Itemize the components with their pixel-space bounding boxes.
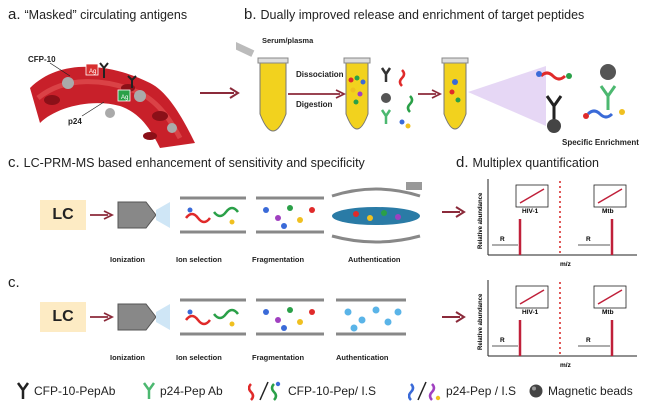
step-authentication-top: Authentication <box>348 255 401 264</box>
panel-b-letter: b. <box>244 6 257 23</box>
panel-d-letter: d. <box>456 154 469 171</box>
mtb-label-bottom: Mtb <box>602 309 614 316</box>
lc-label-top: LC <box>52 206 74 223</box>
r-label-top-right: R <box>586 236 591 243</box>
panel-c1-title: c.LC-PRM-MS based enhancement of sensiti… <box>8 154 365 171</box>
step-ion-selection-top: Ion selection <box>176 255 222 264</box>
xlabel-bottom: m/z <box>560 362 572 369</box>
p24-antibody-icon <box>380 109 392 124</box>
digestion-label: Digestion <box>296 100 333 109</box>
enrichment-beam <box>468 66 546 126</box>
r-label-top-left: R <box>500 236 505 243</box>
p24-peptide-legend-icon <box>408 381 441 401</box>
step-fragmentation-top: Fragmentation <box>252 255 305 264</box>
antigen-ag1 <box>85 63 99 76</box>
panel-d-title: d.Multiplex quantification <box>456 154 599 171</box>
tube-3-icon <box>443 61 467 130</box>
serum-label: Serum/plasma <box>262 36 314 45</box>
panel-c1-illustration <box>90 182 422 244</box>
ion-spray <box>156 202 170 228</box>
blood-vessel-illustration: Ag Ag CFP-10 p24 <box>28 55 195 148</box>
pipette-icon <box>236 41 255 57</box>
lc-label-bottom: LC <box>52 308 74 325</box>
dissociation-label: Dissociation <box>296 70 344 79</box>
cfp10-peptide-legend-icon <box>248 381 281 401</box>
xlabel-top: m/z <box>560 261 572 268</box>
enrichment-complex-p24 <box>583 64 625 119</box>
lc-box-bottom: LC <box>40 302 86 332</box>
step-ionization-top: Ionization <box>110 255 145 264</box>
legend-p24-pep-is: p24-Pep / I.S <box>446 384 517 398</box>
panel-b-illustration <box>236 41 625 133</box>
ag1-label: Ag <box>89 69 96 75</box>
legend: CFP-10-PepAb p24-Pep Ab CFP-10-Pep/ I.S … <box>0 380 650 404</box>
antigen-ag2 <box>117 89 131 102</box>
arrow-c1-to-d <box>442 206 466 218</box>
ag2-label: Ag <box>121 95 128 101</box>
step-authentication-bottom: Authentication <box>336 353 389 362</box>
magnetic-bead-legend-icon <box>529 384 543 398</box>
p24-label: p24 <box>68 117 82 126</box>
tube-1-icon <box>259 61 287 132</box>
panel-c2-letter: c. <box>8 274 20 291</box>
bead-icon <box>381 93 391 103</box>
specific-enrichment-label: Specific Enrichment <box>562 138 639 147</box>
hiv-label-top: HIV-1 <box>522 208 539 215</box>
ylabel-bottom: Relative abundance <box>478 293 484 350</box>
legend-magnetic-beads: Magnetic beads <box>548 384 633 398</box>
tube-2-icon <box>345 61 369 130</box>
cfp10-antibody-icon <box>380 67 392 82</box>
r-label-bottom-left: R <box>500 337 505 344</box>
quant-plot-bottom: Relative abundance m/z HIV-1 Mtb R R <box>478 280 637 369</box>
cfp10-antibody-legend-icon <box>16 382 30 399</box>
p24-antibody-legend-icon <box>142 382 156 399</box>
legend-cfp10-pepab: CFP-10-PepAb <box>34 384 116 398</box>
panel-c1-letter: c. <box>8 154 20 171</box>
panel-c2-title: c. <box>8 274 24 291</box>
cfp10-label: CFP-10 <box>28 55 56 64</box>
ion-selection-channel <box>180 196 246 234</box>
panel-a-letter: a. <box>8 6 21 23</box>
enrichment-complex-cfp10 <box>536 71 572 133</box>
authentication-orbitrap <box>331 182 422 244</box>
ionization-source-icon-2 <box>117 303 157 331</box>
panel-d-title-text: Multiplex quantification <box>472 156 599 170</box>
panel-b-title-text: Dually improved release and enrichment o… <box>260 8 585 22</box>
authentication-channel-2 <box>336 298 406 336</box>
step-ion-selection-bottom: Ion selection <box>176 353 222 362</box>
ylabel-top: Relative abundance <box>478 192 484 249</box>
legend-cfp10-pep-is: CFP-10-Pep/ I.S <box>288 384 377 398</box>
step-ionization-bottom: Ionization <box>110 353 145 362</box>
lc-box-top: LC <box>40 200 86 230</box>
r-label-bottom-right: R <box>586 337 591 344</box>
fragmentation-channel <box>256 196 324 234</box>
mtb-label-top: Mtb <box>602 208 614 215</box>
step-fragmentation-bottom: Fragmentation <box>252 353 305 362</box>
quant-plot-top: Relative abundance m/z HIV-1 Mtb R R <box>478 179 637 268</box>
panel-c1-title-text: LC-PRM-MS based enhancement of sensitivi… <box>23 156 365 170</box>
tube-2-peptides <box>348 75 366 105</box>
panel-c2-illustration <box>90 298 406 336</box>
legend-p24-pepab: p24-Pep Ab <box>160 384 223 398</box>
ionization-source-icon <box>117 201 157 229</box>
panel-a-title: a.“Masked” circulating antigens <box>8 6 187 23</box>
free-peptides <box>398 69 414 129</box>
hiv-label-bottom: HIV-1 <box>522 309 539 316</box>
panel-b-title: b.Dually improved release and enrichment… <box>244 6 584 23</box>
arrow-a-to-b <box>200 87 240 99</box>
panel-a-title-text: “Masked” circulating antigens <box>24 8 188 22</box>
arrow-c2-to-d <box>442 311 466 323</box>
